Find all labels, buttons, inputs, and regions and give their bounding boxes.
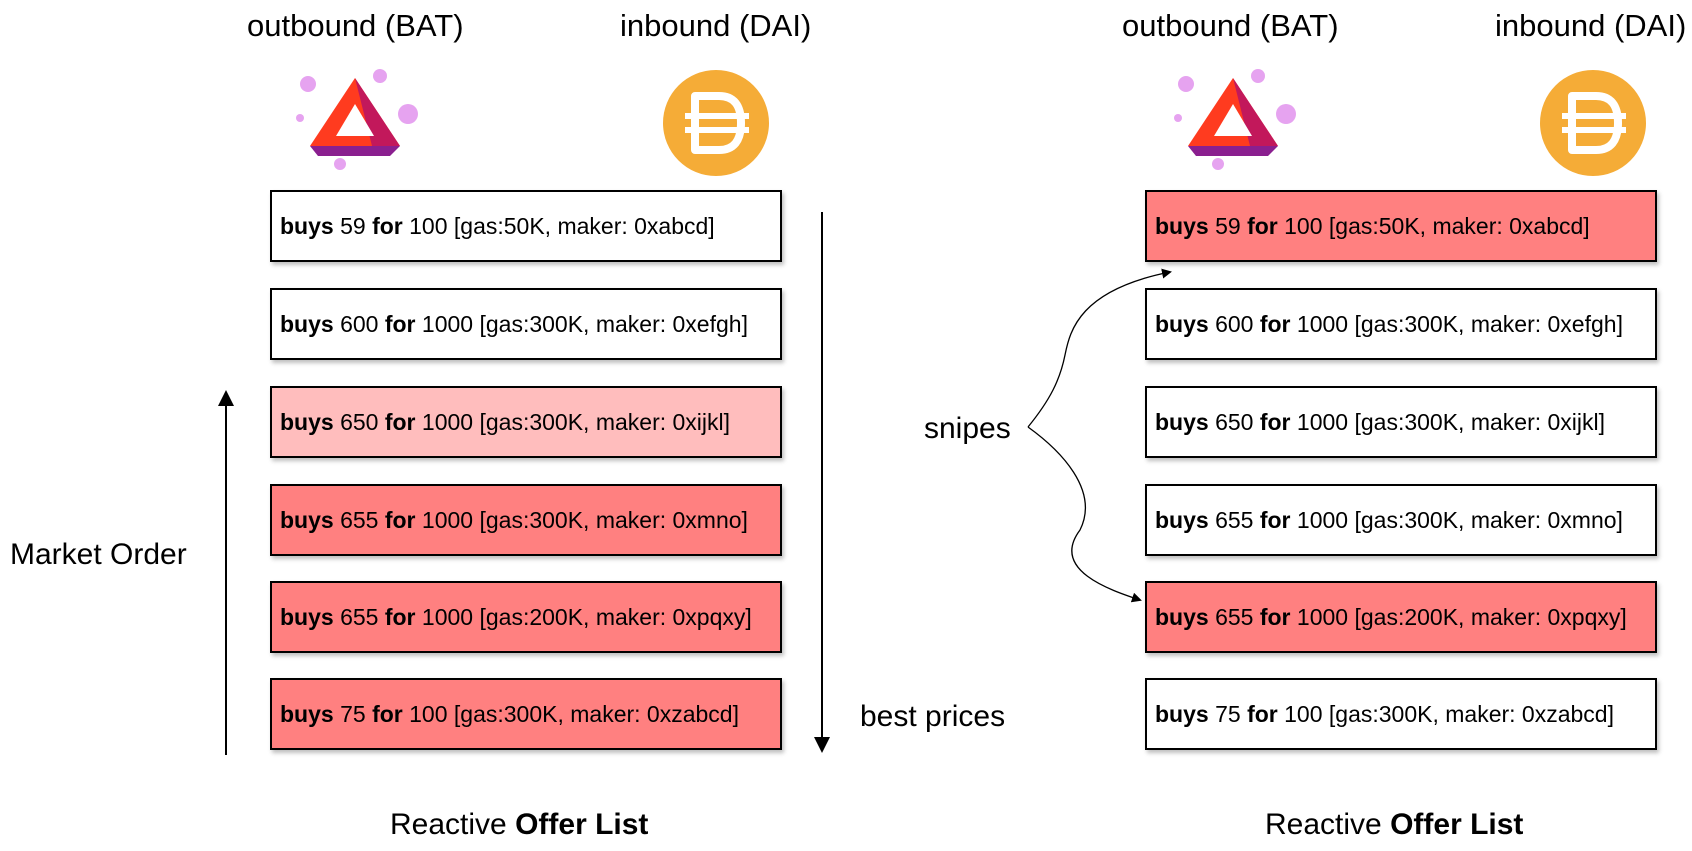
offer-for: for (1259, 506, 1291, 533)
offer-row: buys 655 for 1000 [gas:300K, maker: 0xmn… (270, 484, 782, 556)
offer-row: buys 655 for 1000 [gas:200K, maker: 0xpq… (270, 581, 782, 653)
offer-amount: 59 (1215, 212, 1241, 239)
offer-meta: [gas:300K, maker: 0xijkl] (479, 408, 731, 435)
offer-amount: 75 (340, 700, 366, 727)
offer-meta: [gas:200K, maker: 0xpqxy] (479, 603, 752, 630)
offer-row: buys 75 for 100 [gas:300K, maker: 0xzabc… (1145, 678, 1657, 750)
offer-buys: buys (1155, 603, 1209, 630)
offer-row: buys 650 for 1000 [gas:300K, maker: 0xij… (270, 386, 782, 458)
offer-price: 100 (409, 212, 448, 239)
market-order-label: Market Order (10, 538, 187, 571)
snipes-label: snipes (924, 412, 1011, 445)
offer-buys: buys (280, 506, 334, 533)
offer-amount: 600 (340, 310, 379, 337)
offer-meta: [gas:300K, maker: 0xefgh] (1354, 310, 1623, 337)
offer-buys: buys (1155, 700, 1209, 727)
offer-meta: [gas:300K, maker: 0xefgh] (479, 310, 748, 337)
offer-for: for (384, 506, 416, 533)
offer-price: 1000 (1296, 603, 1349, 630)
offer-meta: [gas:50K, maker: 0xabcd] (1328, 212, 1590, 239)
offer-buys: buys (280, 212, 334, 239)
bat-logo-icon (296, 69, 418, 170)
offer-for: for (384, 408, 416, 435)
offer-for: for (1247, 700, 1278, 727)
left-caption: Reactive Offer List (390, 808, 649, 841)
offer-amount: 655 (1215, 603, 1254, 630)
offer-amount: 600 (1215, 310, 1254, 337)
offer-price: 1000 (421, 310, 474, 337)
offer-buys: buys (1155, 212, 1209, 239)
offer-amount: 650 (1215, 408, 1254, 435)
offer-row: buys 650 for 1000 [gas:300K, maker: 0xij… (1145, 386, 1657, 458)
offer-row: buys 75 for 100 [gas:300K, maker: 0xzabc… (270, 678, 782, 750)
offer-amount: 655 (340, 506, 379, 533)
snipe-arrow-bottom (1027, 426, 1142, 603)
left-inbound-label: inbound (DAI) (620, 8, 812, 43)
offer-amount: 650 (340, 408, 379, 435)
offer-price: 100 (1284, 212, 1323, 239)
offer-for: for (384, 603, 416, 630)
offer-meta: [gas:300K, maker: 0xmno] (1354, 506, 1623, 533)
offer-row: buys 600 for 1000 [gas:300K, maker: 0xef… (270, 288, 782, 360)
left-outbound-label: outbound (BAT) (247, 8, 464, 43)
offer-price: 1000 (1296, 310, 1349, 337)
offer-for: for (384, 310, 416, 337)
offer-row: buys 59 for 100 [gas:50K, maker: 0xabcd] (270, 190, 782, 262)
offer-for: for (1259, 310, 1291, 337)
offer-amount: 655 (340, 603, 379, 630)
offer-buys: buys (280, 603, 334, 630)
offer-price: 1000 (1296, 506, 1349, 533)
offer-buys: buys (1155, 310, 1209, 337)
dai-logo-icon (663, 70, 769, 176)
offer-row: buys 655 for 1000 [gas:200K, maker: 0xpq… (1145, 581, 1657, 653)
right-outbound-label: outbound (BAT) (1122, 8, 1339, 43)
offer-meta: [gas:300K, maker: 0xzabcd] (453, 700, 739, 727)
offer-for: for (372, 212, 403, 239)
offer-row: buys 600 for 1000 [gas:300K, maker: 0xef… (1145, 288, 1657, 360)
offer-amount: 655 (1215, 506, 1254, 533)
offer-buys: buys (1155, 506, 1209, 533)
offer-buys: buys (1155, 408, 1209, 435)
offer-meta: [gas:300K, maker: 0xijkl] (1354, 408, 1606, 435)
offer-amount: 75 (1215, 700, 1241, 727)
snipe-arrow-top (1027, 268, 1172, 428)
offer-for: for (372, 700, 403, 727)
offer-price: 1000 (421, 603, 474, 630)
offer-row: buys 655 for 1000 [gas:300K, maker: 0xmn… (1145, 484, 1657, 556)
offer-price: 100 (409, 700, 448, 727)
offer-for: for (1247, 212, 1278, 239)
offer-buys: buys (280, 700, 334, 727)
offer-price: 1000 (1296, 408, 1349, 435)
right-caption: Reactive Offer List (1265, 808, 1524, 841)
offer-price: 100 (1284, 700, 1323, 727)
offer-meta: [gas:300K, maker: 0xmno] (479, 506, 748, 533)
offer-meta: [gas:300K, maker: 0xzabcd] (1328, 700, 1614, 727)
offer-for: for (1259, 603, 1291, 630)
offer-amount: 59 (340, 212, 366, 239)
offer-price: 1000 (421, 506, 474, 533)
offer-buys: buys (280, 408, 334, 435)
offer-meta: [gas:50K, maker: 0xabcd] (453, 212, 715, 239)
right-inbound-label: inbound (DAI) (1495, 8, 1687, 43)
offer-price: 1000 (421, 408, 474, 435)
offer-meta: [gas:200K, maker: 0xpqxy] (1354, 603, 1627, 630)
offer-for: for (1259, 408, 1291, 435)
best-prices-label: best prices (860, 700, 1006, 733)
bat-logo-icon (1174, 69, 1296, 170)
offer-buys: buys (280, 310, 334, 337)
dai-logo-icon (1540, 70, 1646, 176)
offer-row: buys 59 for 100 [gas:50K, maker: 0xabcd] (1145, 190, 1657, 262)
